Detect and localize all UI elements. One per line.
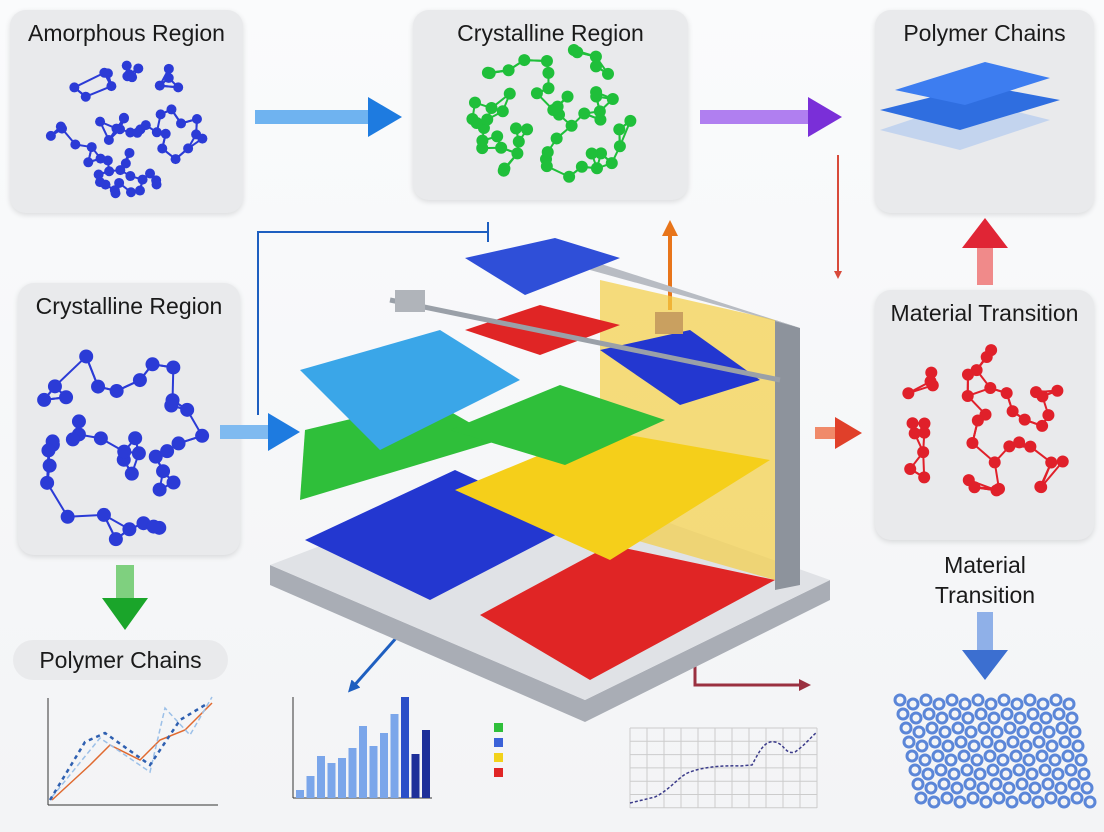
crystalline-region-left-panel: Crystalline Region (18, 283, 240, 555)
material-molecule-red (902, 344, 1069, 497)
bar (327, 763, 336, 798)
layered-printer-machine (270, 238, 830, 722)
panel-title: Crystalline Region (457, 20, 644, 46)
line-chart-left (47, 696, 218, 806)
line-chart-right (629, 727, 818, 809)
series-lightblue (51, 696, 213, 798)
connector-line-blue (257, 222, 489, 415)
layer-yellow (455, 430, 770, 560)
layer-red (480, 545, 775, 680)
series-line (629, 731, 818, 804)
panel-title: Crystalline Region (35, 293, 223, 319)
polymer-chains-label: Polymer Chains (13, 640, 228, 680)
bar (338, 758, 346, 798)
arrow-up-red (962, 218, 1008, 285)
arrow-center-to-material (815, 417, 862, 449)
legend-swatch (494, 738, 503, 747)
chart-legend (494, 723, 503, 777)
arrow-crystalline-to-polymer (700, 97, 842, 137)
polymer-sheets (880, 62, 1060, 150)
bar (380, 733, 388, 798)
arrow-down-blue (962, 612, 1008, 680)
bar (296, 790, 304, 798)
bar (401, 697, 409, 798)
series-orange (51, 702, 213, 801)
material-transition-label: Material Transition (900, 550, 1070, 610)
bar (422, 730, 430, 798)
layer-green-left (300, 400, 500, 500)
arrow-crystalline-left-to-center (220, 413, 300, 451)
bar (369, 746, 378, 798)
panel-title: Polymer Chains (903, 20, 1066, 46)
arrow-to-line-chart (693, 655, 811, 691)
amorphous-molecule (45, 60, 208, 199)
label-line: Transition (934, 582, 1036, 608)
layer-green-center (450, 385, 665, 465)
series-blue (48, 703, 206, 801)
arrow-amorphous-to-crystalline (255, 97, 402, 137)
bar (390, 714, 399, 798)
layer-cyan (300, 330, 520, 450)
bar (317, 756, 325, 798)
layer-blue-top (465, 238, 620, 295)
arrow-down-green (102, 565, 148, 630)
legend-swatch (494, 723, 503, 732)
bar (348, 748, 357, 798)
legend-swatch (494, 768, 503, 777)
legend-swatch (494, 753, 503, 762)
bar (411, 754, 420, 798)
bar (359, 726, 367, 798)
panel-title: Material Transition (890, 300, 1079, 326)
panel-title: Amorphous Region (28, 20, 225, 46)
porous-cube (893, 693, 1097, 809)
molecules (37, 43, 1069, 547)
label-line: Material (944, 552, 1026, 578)
bar-chart (292, 697, 432, 799)
bar (306, 776, 315, 798)
crystalline-molecule-green (466, 43, 637, 183)
crystalline-molecule-blue (37, 349, 210, 547)
